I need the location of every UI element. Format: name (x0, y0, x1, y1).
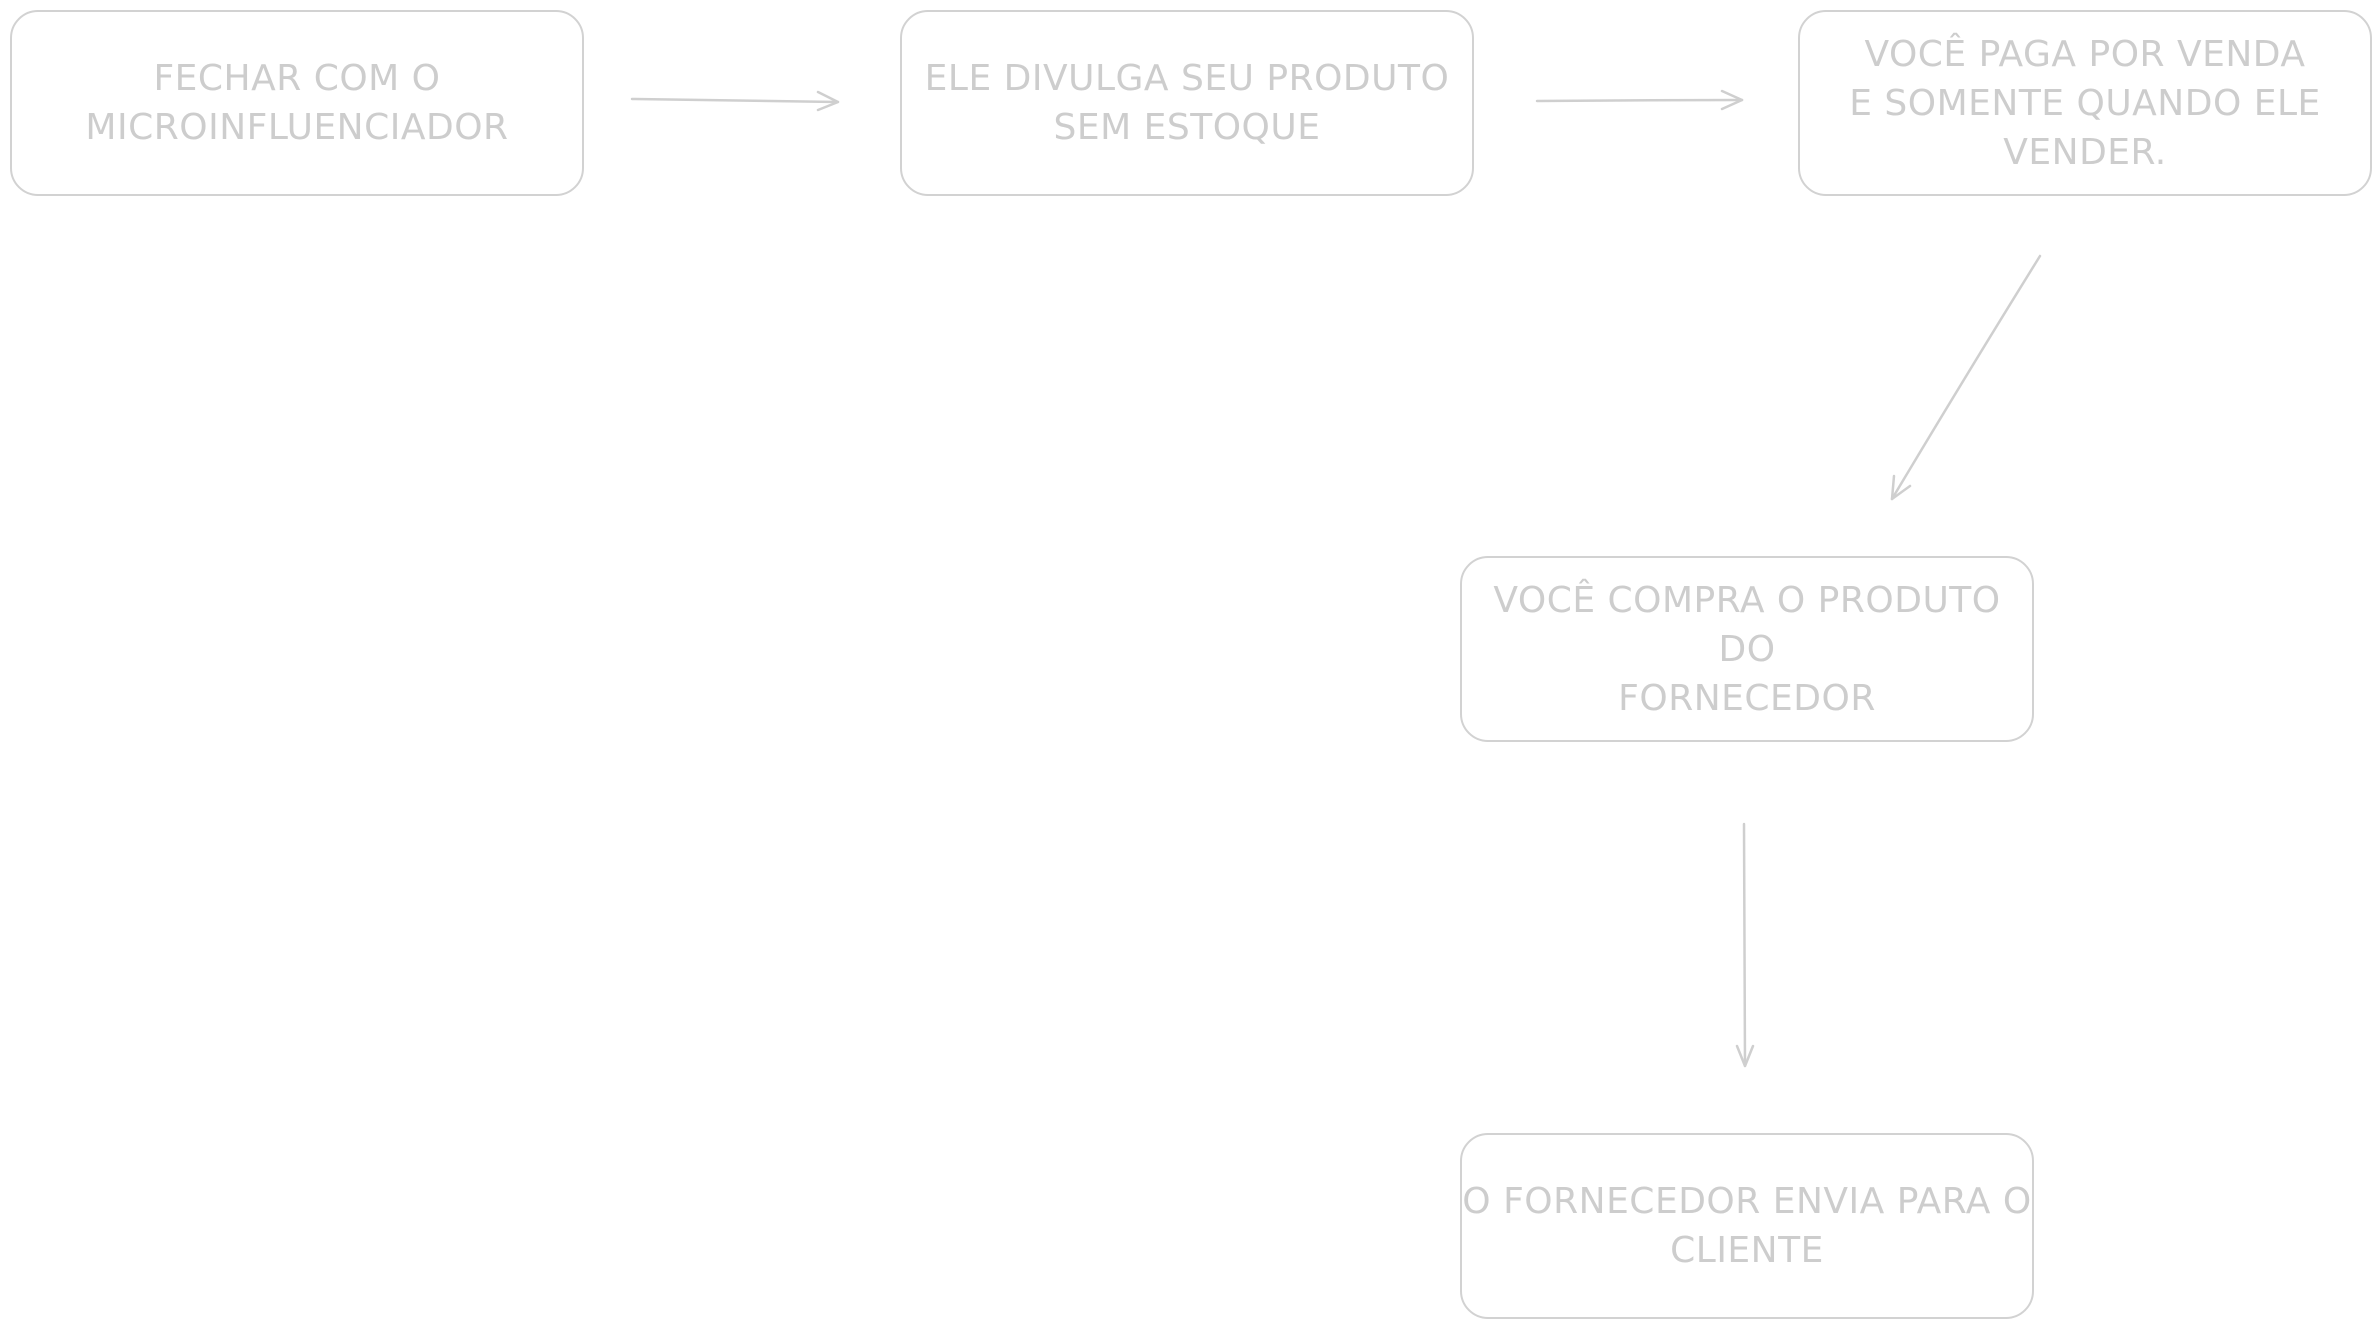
step-label: VOCÊ PAGA POR VENDA E SOMENTE QUANDO ELE… (1849, 33, 2321, 173)
step-label: ELE DIVULGA SEU PRODUTO SEM ESTOQUE (924, 58, 1450, 148)
arrow-n1-to-n2 (630, 90, 840, 112)
step-node-fechar-microinfluenciador: FECHAR COM O MICROINFLUENCIADOR (10, 10, 584, 196)
step-node-compra-fornecedor: VOCÊ COMPRA O PRODUTO DO FORNECEDOR (1460, 556, 2034, 742)
step-label: O FORNECEDOR ENVIA PARA O CLIENTE (1462, 1181, 2032, 1271)
step-node-fornecedor-envia: O FORNECEDOR ENVIA PARA O CLIENTE (1460, 1133, 2034, 1319)
step-node-divulga-produto: ELE DIVULGA SEU PRODUTO SEM ESTOQUE (900, 10, 1474, 196)
step-label: VOCÊ COMPRA O PRODUTO DO FORNECEDOR (1493, 579, 2001, 719)
step-label: FECHAR COM O MICROINFLUENCIADOR (85, 58, 509, 148)
arrow-n4-to-n5 (1735, 822, 1755, 1068)
step-node-paga-por-venda: VOCÊ PAGA POR VENDA E SOMENTE QUANDO ELE… (1798, 10, 2372, 196)
arrow-n3-to-n4 (1890, 254, 2042, 501)
arrow-n2-to-n3 (1535, 89, 1744, 111)
